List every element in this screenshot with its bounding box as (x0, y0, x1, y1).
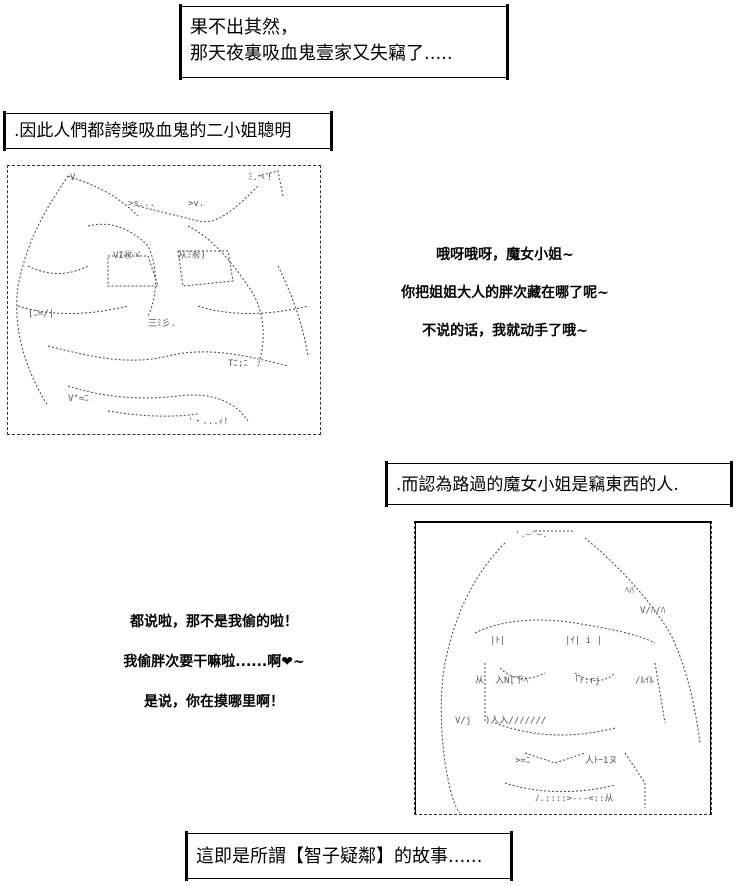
dialog-left-line-2: 你把姐姐大人的胖次藏在哪了呢~ (401, 285, 609, 301)
svg-text:从ﾐ㊗): 从ﾐ㊗) (178, 250, 206, 261)
ascii-art-figures-1: V ﾐ.ヽ! >s... >v. VI㊗ヾ 从ﾐ㊗) [ﾆ=/| 三ﾐ彡. Tﾆ… (16, 170, 309, 427)
dialog-right: 都说啦，那不是我偷的啦！ 我偷胖次要干嘛啦......啊❤~ 是说，你在摸哪里啊… (84, 611, 344, 711)
ascii-art-panel-1: V ﾐ.ヽ! >s... >v. VI㊗ヾ 从ﾐ㊗) [ﾆ=/| 三ﾐ彡. Tﾆ… (7, 165, 321, 435)
svg-text:V/j: V/j (455, 716, 471, 726)
svg-text:V: V (70, 173, 76, 183)
dialog-right-line-2: 我偷胖次要干嘛啦......啊❤~ (123, 654, 305, 670)
panel-2-right-border (710, 523, 711, 814)
svg-text:｢ﾄ:rj: ｢ﾄ:rj (575, 675, 600, 686)
svg-text:/ﾙｲﾙ: /ﾙｲﾙ (635, 676, 654, 686)
ascii-art-panel-2: '.―'―. ﾍﾊ V/ﾊ/ﾊ |ﾄ| |ｲ| i | 从 入N[下ﾍ ｢ﾄ:r… (414, 521, 712, 815)
caption-bottom: 這即是所謂【智子疑鄰】的故事...... (185, 831, 513, 881)
caption-thief-text: .而認為路過的魔女小姐是竊東西的人. (396, 475, 679, 495)
svg-text:人ﾄｰ1ヌ: 人ﾄｰ1ヌ (585, 755, 617, 766)
svg-text:[ﾆ=/|: [ﾆ=/| (28, 309, 54, 319)
svg-text:|ﾄ|: |ﾄ| (490, 636, 505, 646)
svg-text:>s...: >s... (128, 199, 155, 209)
svg-text:ﾐ.ヽ!: ﾐ.ヽ! (248, 173, 272, 183)
svg-text:>=ﾆ: >=ﾆ (515, 756, 531, 766)
caption-thief: .而認為路過的魔女小姐是竊東西的人. (385, 461, 733, 507)
caption-top-line-1: 果不出其然， (190, 17, 298, 38)
caption-top: 果不出其然， 那天夜裏吸血鬼壹家又失竊了..... (179, 4, 509, 80)
caption-top-line-2: 那天夜裏吸血鬼壹家又失竊了..... (190, 43, 453, 64)
svg-text:'・...ｨ!: '・...ｨ! (188, 417, 229, 427)
dialog-left-line-3: 不说的话，我就动手了哦~ (422, 323, 588, 339)
svg-text:入N[下ﾍ: 入N[下ﾍ (495, 675, 529, 686)
ascii-art-figure-2: '.―'―. ﾍﾊ V/ﾊ/ﾊ |ﾄ| |ｲ| i | 从 入N[下ﾍ ｢ﾄ:r… (440, 530, 701, 814)
caption-praise-text: .因此人們都誇獎吸血鬼的二小姐聰明 (14, 121, 292, 141)
caption-bottom-text: 這即是所謂【智子疑鄰】的故事...... (196, 846, 483, 867)
svg-text:V/ﾊ/ﾊ: V/ﾊ/ﾊ (640, 606, 666, 616)
dialog-left-line-1: 哦呀哦呀，魔女小姐~ (436, 247, 574, 263)
svg-text:V"=ﾆ: V"=ﾆ (68, 394, 89, 404)
svg-text:ﾉ.::::>---<::从: ﾉ.::::>---<::从 (535, 793, 614, 804)
svg-text:>v.: >v. (188, 199, 204, 209)
svg-text:从: 从 (475, 675, 484, 686)
dialog-left: 哦呀哦呀，魔女小姐~ 你把姐姐大人的胖次藏在哪了呢~ 不说的话，我就动手了哦~ (340, 244, 670, 340)
svg-text:|ｲ| i |: |ｲ| i | (565, 636, 602, 646)
svg-text:三ﾐ彡.: 三ﾐ彡. (148, 318, 176, 329)
dialog-right-line-1: 都说啦，那不是我偷的啦！ (130, 614, 298, 630)
svg-text:)人入///////: )人入/////// (485, 715, 546, 726)
dialog-right-line-3: 是说，你在摸哪里啊！ (144, 694, 284, 710)
svg-text:Tﾆ;ﾆ: Tﾆ;ﾆ (228, 359, 248, 369)
panel-2-left-border (415, 523, 416, 814)
svg-text:ﾍﾊ: ﾍﾊ (625, 586, 635, 596)
svg-text:'.―'―.: '.―'―. (515, 530, 548, 540)
caption-praise: .因此人們都誇獎吸血鬼的二小姐聰明 (3, 111, 333, 151)
svg-text:VI㊗ヾ: VI㊗ヾ (113, 250, 142, 261)
